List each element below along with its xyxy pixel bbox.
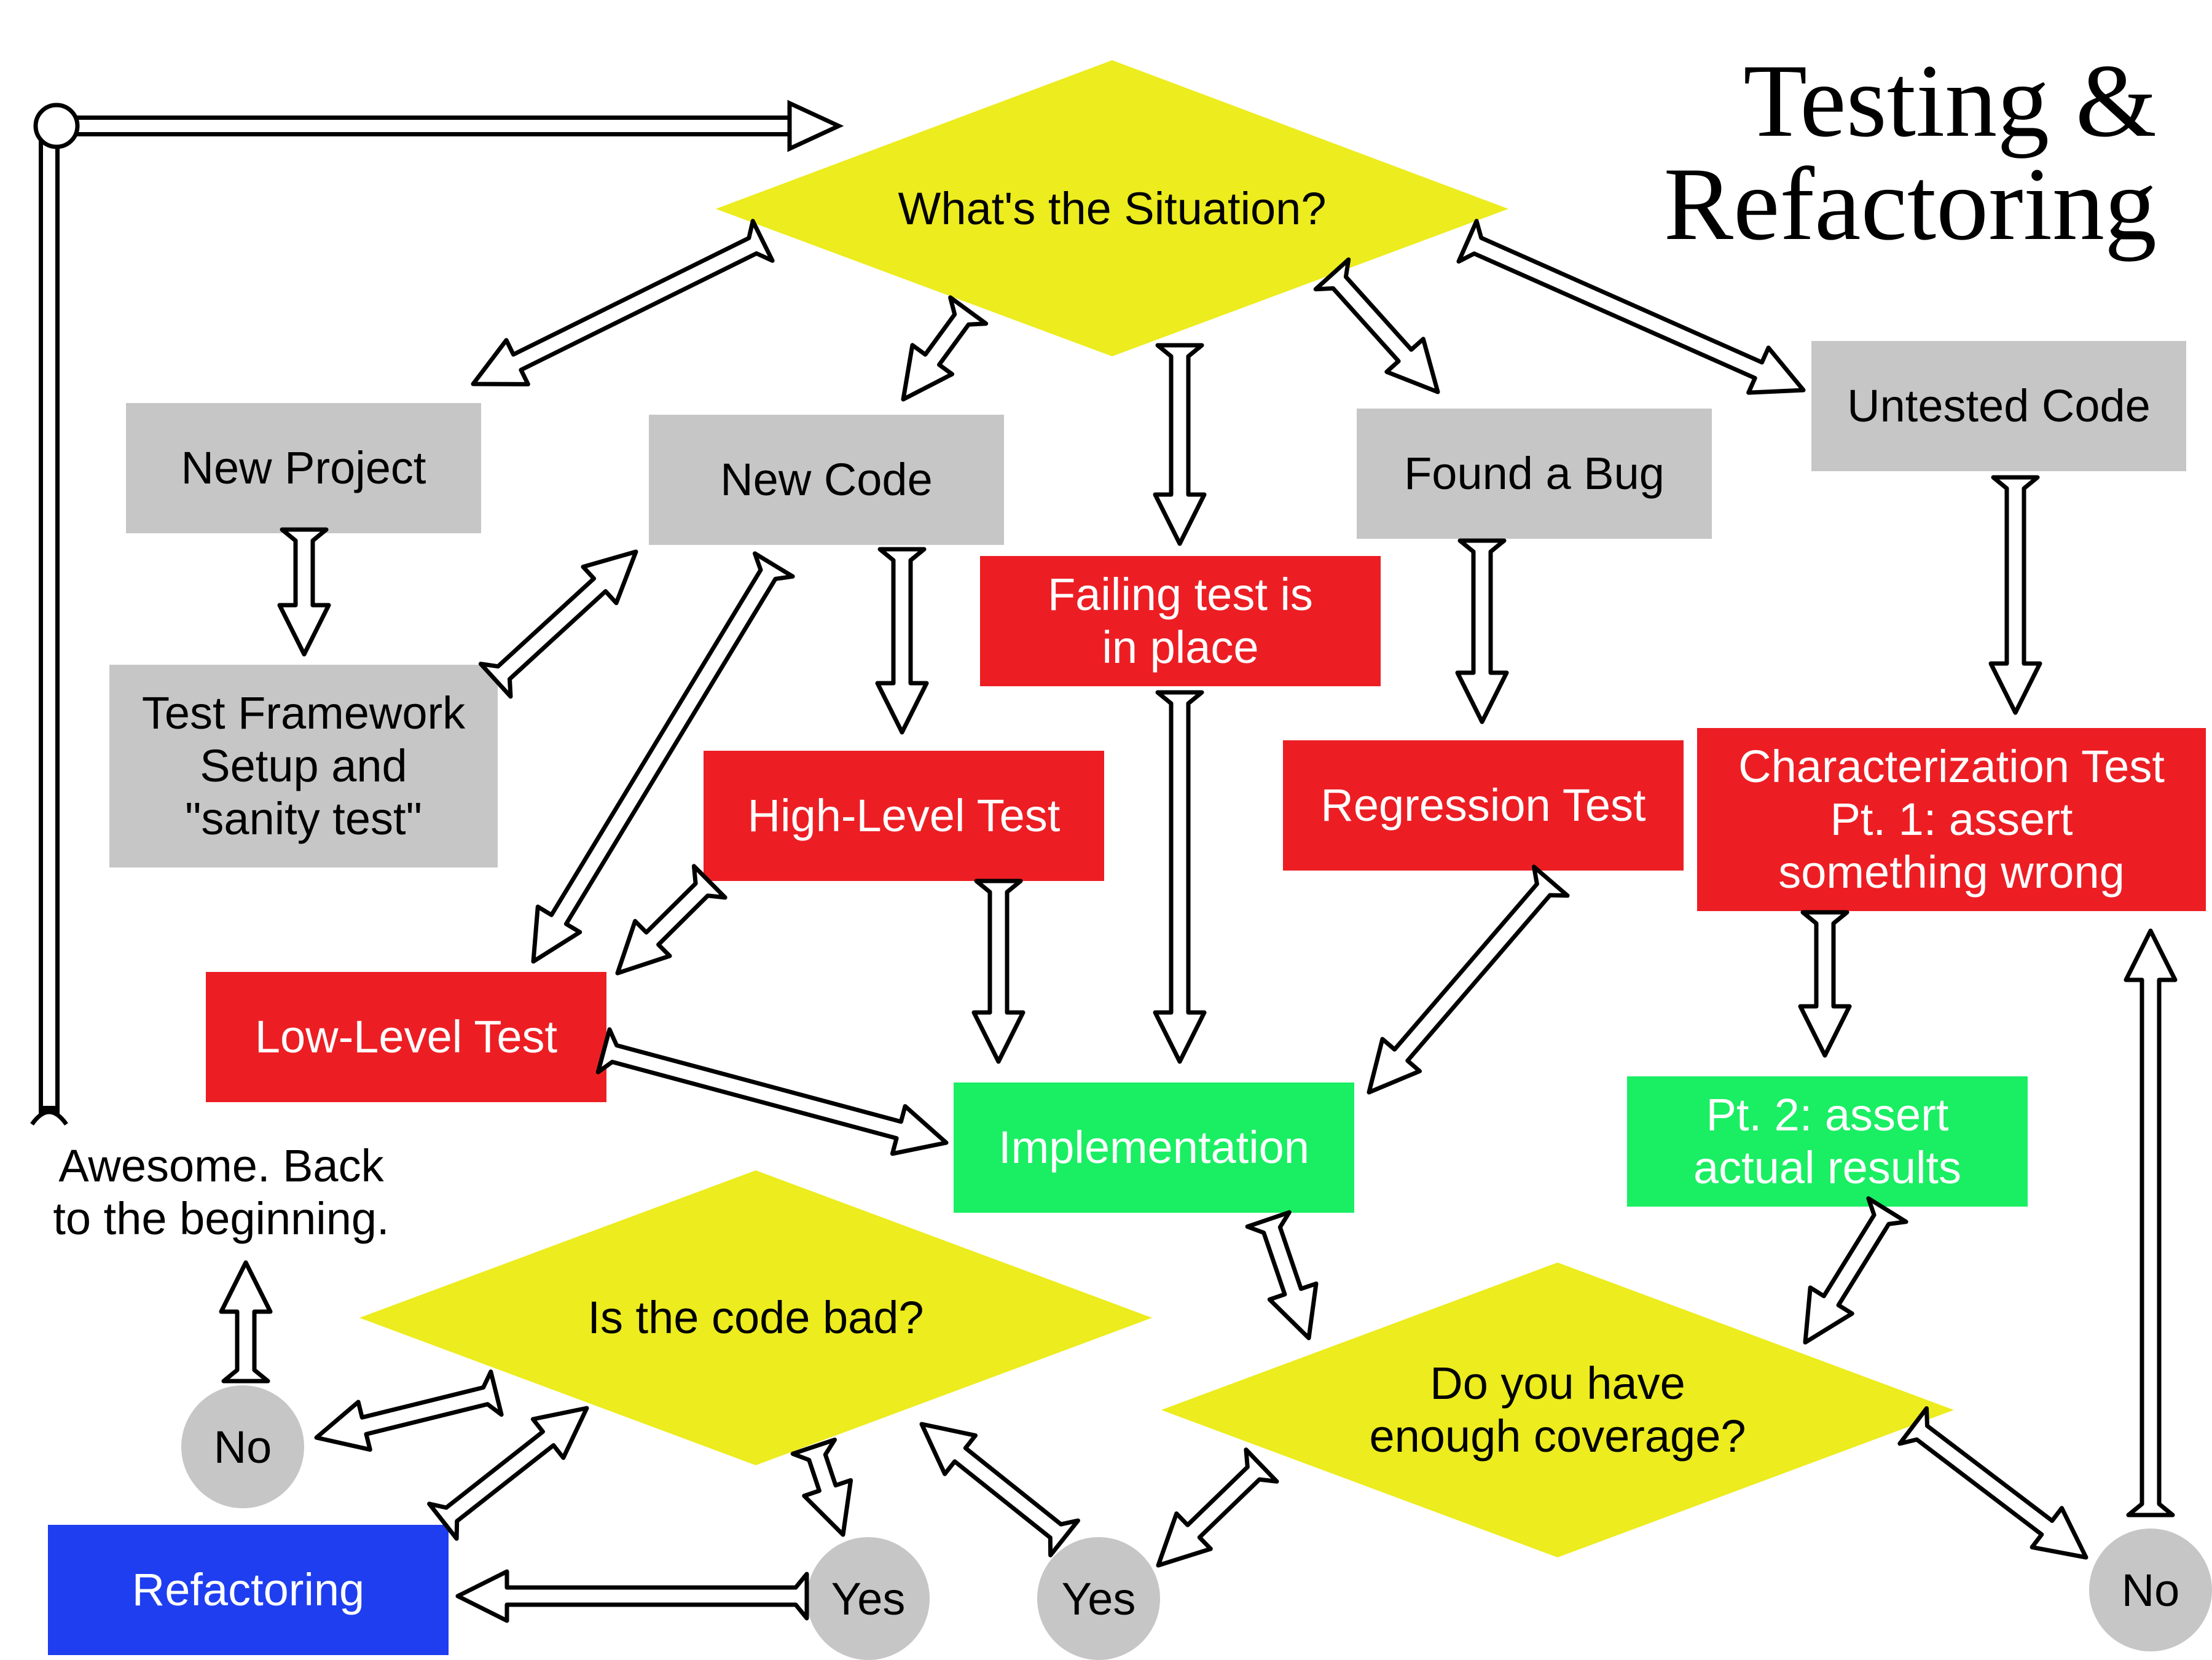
arrow-refactoring-to-code-bad	[427, 1406, 589, 1541]
characterization-test-box: Characterization Test Pt. 1: assert some…	[1697, 728, 2206, 911]
situation-label: What's the Situation?	[817, 178, 1407, 240]
arrow-no-to-characterization	[2124, 928, 2178, 1517]
answer-yes-right-label: Yes	[1061, 1573, 1136, 1624]
arrow-situation-to-failing-test	[1153, 343, 1207, 546]
answer-no-left-label: No	[213, 1421, 272, 1473]
low-level-test-label: Low-Level Test	[254, 1011, 558, 1062]
arrow-situation-to-new-code	[901, 295, 989, 402]
arrow-coverage-to-yes	[1156, 1447, 1279, 1568]
arrow-high-level-to-implementation	[971, 879, 1026, 1064]
answer-yes-mid-label: Yes	[831, 1573, 906, 1624]
arrow-characterization-to-pt2	[1798, 910, 1852, 1058]
framework-line-1: Test Framework	[141, 687, 466, 738]
failing-test-line-2: in place	[1102, 622, 1259, 673]
arrow-untested-to-characterization	[1988, 475, 2042, 715]
characterization-line-3: something wrong	[1778, 847, 2125, 898]
answer-no-left: No	[181, 1385, 304, 1508]
arrow-code-bad-to-no	[314, 1369, 504, 1452]
arrow-no-to-back-note	[219, 1260, 273, 1384]
arrow-code-bad-to-yes	[790, 1438, 853, 1537]
arrow-situation-to-new-project	[471, 219, 775, 386]
characterization-line-1: Characterization Test	[1738, 741, 2165, 792]
arrow-situation-to-found-bug	[1313, 257, 1440, 394]
untested-code-label: Untested Code	[1847, 380, 2151, 431]
high-level-test-box: High-Level Test	[704, 751, 1104, 881]
regression-test-box: Regression Test	[1283, 740, 1684, 871]
arrow-failing-test-to-implementation	[1153, 690, 1207, 1064]
answer-no-right-label: No	[2121, 1564, 2180, 1616]
arrow-yes-to-refactoring	[455, 1569, 809, 1623]
new-code-label: New Code	[720, 454, 933, 505]
situation-diamond	[716, 60, 1508, 356]
found-bug-box: Found a Bug	[1357, 409, 1712, 539]
new-code-box: New Code	[649, 415, 1004, 545]
failing-test-line-1: Failing test is	[1048, 569, 1313, 620]
arrow-framework-to-new-code	[478, 549, 638, 699]
back-note-line-2: to the beginning.	[53, 1193, 390, 1244]
high-level-test-label: High-Level Test	[747, 790, 1061, 841]
implementation-label: Implementation	[998, 1122, 1309, 1173]
arrow-coverage-to-no	[1897, 1406, 2088, 1560]
coverage-text-1: Do you have	[1430, 1358, 1685, 1409]
characterization-line-2: Pt. 1: assert	[1830, 794, 2073, 845]
coverage-text-2: enough coverage?	[1369, 1411, 1746, 1462]
code-bad-diamond	[359, 1170, 1152, 1465]
framework-line-2: Setup and	[200, 740, 407, 791]
low-level-test-box: Low-Level Test	[206, 972, 606, 1102]
arrow-new-project-to-framework	[277, 527, 331, 657]
arrow-low-level-to-implementation	[595, 1027, 949, 1156]
arrow-situation-to-untested-code	[1456, 219, 1806, 395]
regression-test-label: Regression Test	[1320, 780, 1646, 831]
answer-yes-right: Yes	[1037, 1537, 1160, 1660]
pt2-line-2: actual results	[1693, 1142, 1961, 1193]
new-project-label: New Project	[181, 442, 426, 493]
title-line-2: Refactoring	[1663, 146, 2157, 262]
answer-no-right: No	[2089, 1529, 2212, 1651]
found-bug-label: Found a Bug	[1404, 448, 1665, 499]
pt2-box: Pt. 2: assert actual results	[1627, 1076, 2028, 1207]
arrow-new-code-to-high-level	[875, 547, 929, 735]
loop-back-connector	[30, 100, 844, 1126]
framework-line-3: "sanity test"	[185, 793, 422, 844]
answer-yes-mid: Yes	[807, 1537, 930, 1660]
arrow-pt2-to-coverage	[1803, 1196, 1908, 1345]
code-bad-text: Is the code bad?	[587, 1292, 924, 1343]
new-project-box: New Project	[126, 403, 481, 533]
pt2-line-1: Pt. 2: assert	[1706, 1089, 1949, 1140]
framework-box: Test Framework Setup and "sanity test"	[109, 665, 498, 867]
arrow-implementation-to-coverage	[1245, 1210, 1319, 1341]
arrow-new-code-to-low-level	[531, 551, 795, 964]
arrow-high-level-to-low-level	[615, 864, 728, 976]
situation-text: What's the Situation?	[898, 183, 1327, 234]
failing-test-box: Failing test is in place	[980, 556, 1381, 686]
arrow-yes-to-code-bad	[919, 1422, 1080, 1557]
title-line-1: Testing &	[1743, 43, 2157, 159]
coverage-diamond	[1161, 1263, 1954, 1557]
arrow-found-bug-to-regression	[1455, 538, 1509, 724]
coverage-label: Do you have enough coverage?	[1278, 1355, 1837, 1465]
refactoring-label: Refactoring	[131, 1564, 365, 1615]
implementation-box: Implementation	[954, 1083, 1354, 1213]
page-title: Testing & Refactoring	[1542, 49, 2157, 256]
refactoring-box: Refactoring	[48, 1525, 449, 1655]
code-bad-label: Is the code bad?	[467, 1287, 1045, 1349]
untested-code-box: Untested Code	[1811, 341, 2186, 471]
arrow-regression-to-implementation	[1367, 864, 1570, 1095]
back-to-beginning-note: Awesome. Back to the beginning.	[25, 1140, 418, 1245]
back-note-line-1: Awesome. Back	[58, 1140, 384, 1191]
